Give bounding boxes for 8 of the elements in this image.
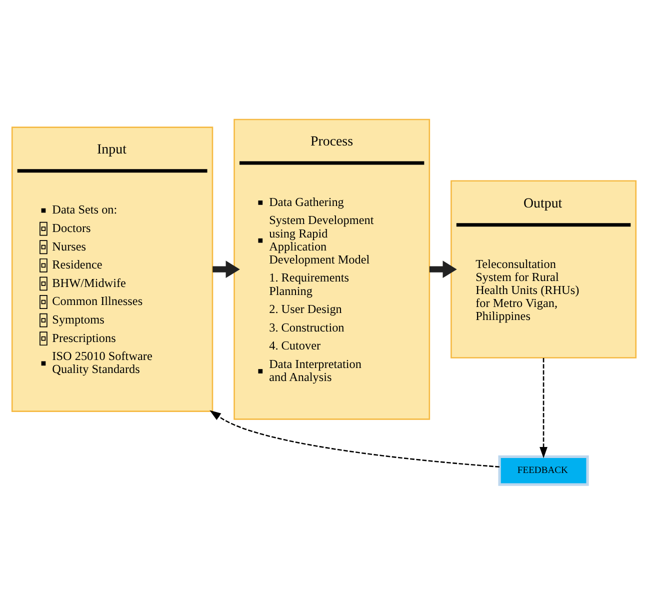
node-box: FEEDBACK <box>498 454 589 486</box>
arrow <box>540 358 548 458</box>
arrow <box>429 260 457 278</box>
node-box: Output Teleconsultation System for Rural Health Units (RHUs) for Metro Vigan, Philippines <box>450 180 637 358</box>
node-box: Process Data Gathering System Development using Rapid Application Development Model 1. Requirements Planning 2. User Design 3. Construction 4. Cutover Data Interpretation and Analysis <box>234 118 430 420</box>
node-box: Input Data Sets on: Doctors Nurses Residence BHW/Midwife Common Illnesses Symptoms Prescriptions ISO 25010 Software Quality Standards <box>11 126 214 412</box>
arrow <box>212 260 240 278</box>
arrow <box>210 410 500 468</box>
